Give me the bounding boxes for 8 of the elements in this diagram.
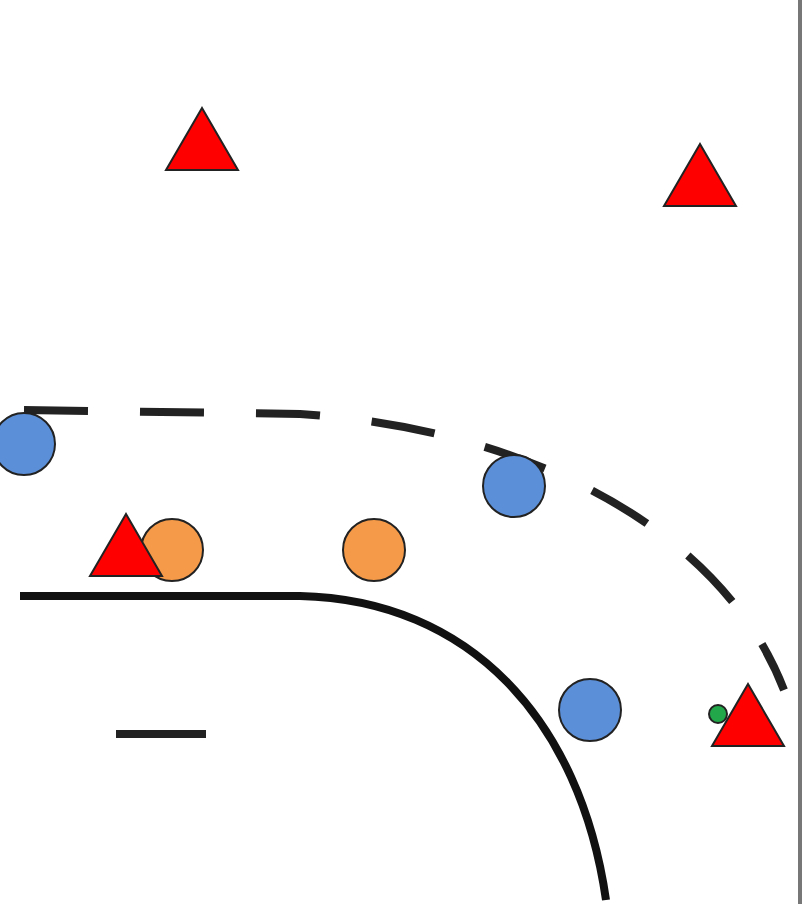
triangle-marker: [88, 512, 164, 580]
triangle-marker: [164, 106, 240, 174]
circle-marker: [558, 678, 622, 742]
circle-marker: [342, 518, 406, 582]
circle-marker: [708, 704, 728, 724]
circle-marker: [482, 454, 546, 518]
triangle-marker: [662, 142, 738, 210]
triangle-marker: [710, 682, 786, 750]
